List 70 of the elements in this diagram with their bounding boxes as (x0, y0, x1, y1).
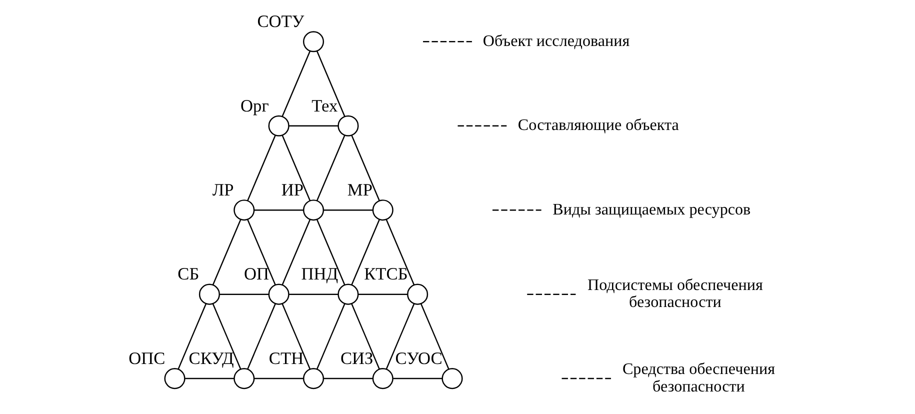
node-label: СКУД (188, 348, 234, 368)
connector (247, 219, 276, 286)
connector (282, 50, 311, 117)
connector (386, 219, 415, 286)
connector (289, 125, 338, 126)
node-circle (372, 368, 394, 390)
connector (324, 209, 373, 211)
node-label: СТН (268, 348, 304, 368)
node-circle (372, 200, 394, 221)
node-text: Составляющие объекта (518, 117, 679, 134)
connector (247, 135, 276, 201)
node-label: ОПС (128, 348, 166, 368)
connector (282, 219, 311, 286)
node-circle (164, 368, 186, 390)
node-circle (338, 115, 359, 136)
connector (316, 303, 346, 370)
connector (393, 378, 442, 380)
connector (282, 135, 311, 201)
node-circle (302, 200, 324, 221)
connector (324, 378, 373, 380)
node-circle (268, 284, 290, 305)
node-circle (302, 31, 324, 52)
connector (254, 378, 304, 380)
node-circle (198, 284, 220, 305)
connector (212, 219, 242, 286)
node-circle (302, 368, 324, 390)
node-text: Средства обеспечения безопасности (622, 361, 776, 396)
connector (254, 209, 304, 211)
connector (420, 303, 450, 370)
connector (178, 303, 207, 370)
node-label: ОП (244, 264, 270, 284)
connector (351, 303, 380, 370)
connector (316, 219, 346, 286)
node-label: МР (347, 180, 372, 200)
node-label: ЛР (212, 180, 234, 200)
connector (458, 125, 507, 126)
connector (316, 50, 346, 117)
node-text: Подсистемы обеспечения безопасности (587, 276, 763, 312)
node-label: ПНД (301, 264, 338, 284)
node-label: КТСБ (364, 264, 408, 284)
node-label: Тех (312, 96, 338, 116)
node-circle (268, 115, 290, 136)
node-circle (442, 368, 463, 390)
node-text: Объект исследования (482, 32, 630, 50)
connector (562, 378, 611, 380)
connector (423, 41, 472, 42)
connector (220, 294, 269, 295)
connector (247, 303, 276, 370)
connector (527, 294, 576, 295)
connector (212, 303, 242, 370)
node-circle (407, 284, 428, 305)
node-label: СИЗ (340, 348, 374, 368)
node-label: ИР (281, 180, 304, 200)
connector (282, 303, 311, 370)
connector (351, 135, 380, 201)
connector (492, 209, 542, 211)
node-text: Виды защищаемых ресурсов (552, 201, 751, 218)
node-label: Орг (240, 96, 269, 116)
connector (316, 135, 346, 201)
node-label: СУОС (395, 348, 442, 368)
node-circle (234, 200, 255, 221)
connector (358, 294, 408, 295)
node-label: СОТУ (257, 12, 304, 32)
connector (185, 378, 234, 380)
connector (351, 219, 380, 286)
node-circle (234, 368, 255, 390)
node-circle (338, 284, 359, 305)
connector (386, 303, 415, 370)
node-label: СБ (178, 264, 200, 284)
connector (289, 294, 338, 295)
